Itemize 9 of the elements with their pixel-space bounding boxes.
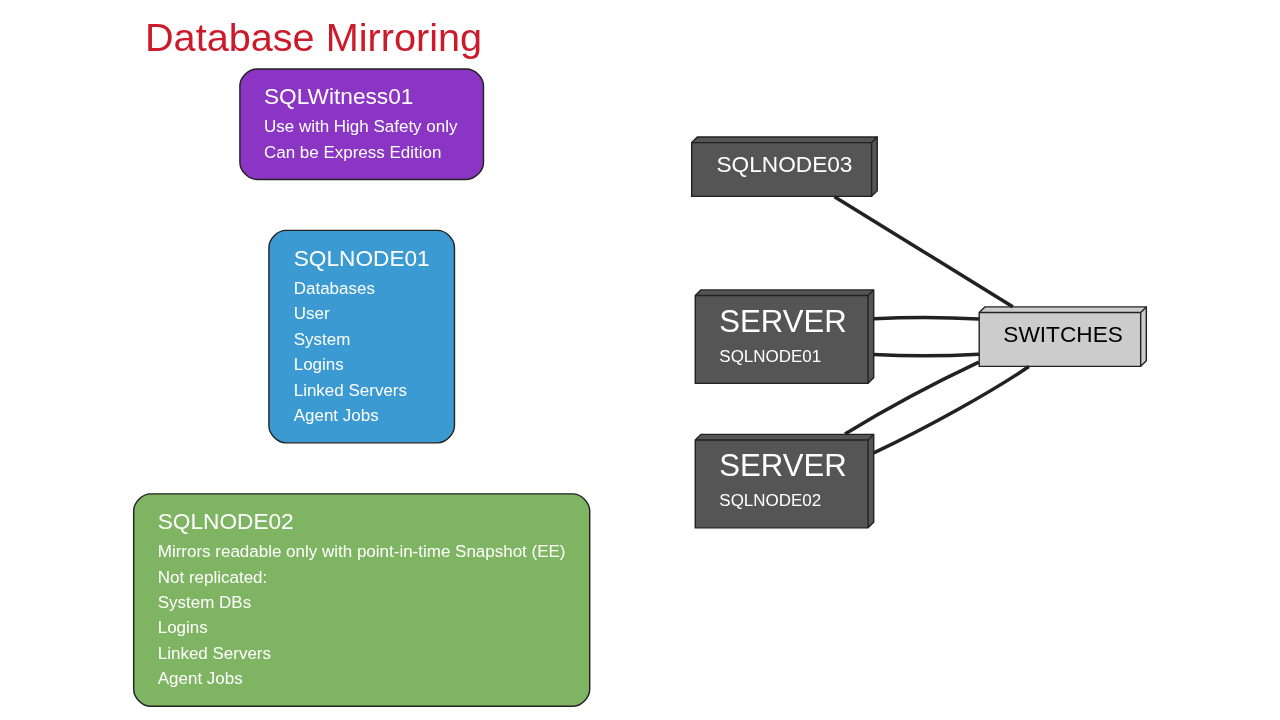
node-box: SQLNODE02 Mirrors readable only with point-in-time Snapshot (EE) Not replicated: System DBs Logins Linked Servers Agent Jobs (132, 493, 591, 707)
connector (844, 360, 980, 436)
connector (873, 365, 1030, 455)
connector (873, 352, 980, 358)
connector (833, 195, 1014, 309)
node-box: SQLNODE01 Databases User System Logins Linked Servers Agent Jobs (268, 229, 456, 444)
connector (873, 315, 980, 321)
node-box: SQLWitness01 Use with High Safety only Can be Express Edition (239, 68, 485, 181)
diagram-title: Database Mirroring (144, 15, 483, 60)
